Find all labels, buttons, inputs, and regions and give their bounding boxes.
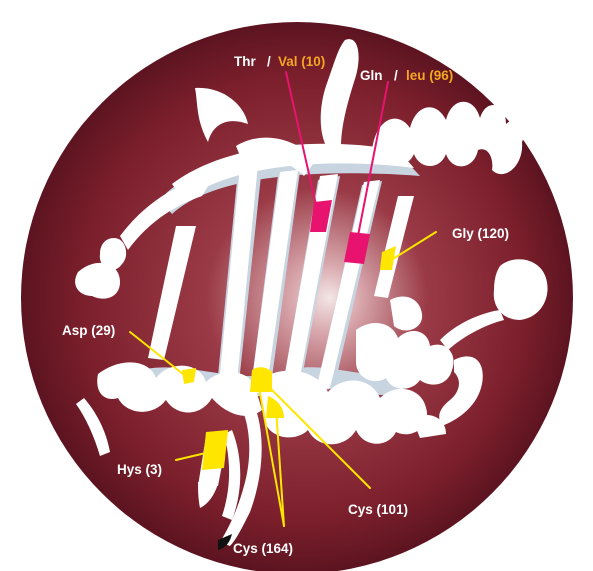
label-val10: Val (10) bbox=[278, 54, 325, 69]
label-cys101: Cys (101) bbox=[348, 502, 408, 517]
site-marker-hys3 bbox=[202, 430, 228, 470]
label-gly120: Gly (120) bbox=[452, 226, 509, 241]
label-slash-2: / bbox=[394, 68, 398, 83]
label-hys3: Hys (3) bbox=[117, 462, 162, 477]
label-cys164: Cys (164) bbox=[233, 541, 293, 556]
label-slash-1: / bbox=[267, 54, 271, 69]
label-gln: Gln bbox=[360, 68, 383, 83]
site-marker-cys-a bbox=[250, 367, 272, 392]
label-thr: Thr bbox=[234, 54, 256, 69]
label-asp29: Asp (29) bbox=[62, 323, 115, 338]
label-leu96: leu (96) bbox=[406, 68, 453, 83]
